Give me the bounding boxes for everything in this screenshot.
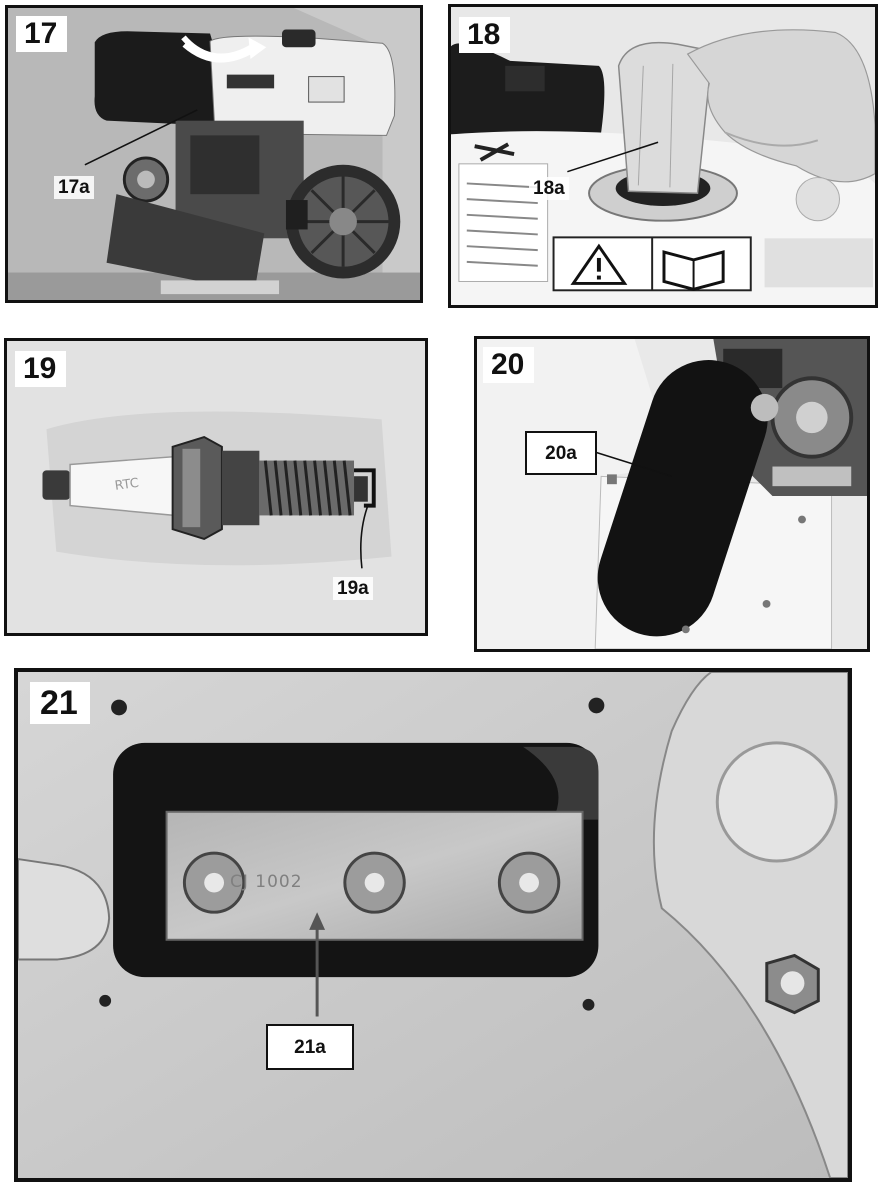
callout-label: 18a	[529, 177, 569, 200]
engine-photo	[8, 8, 420, 300]
callout-label: 17a	[54, 176, 94, 199]
fuel-filter-photo	[451, 7, 875, 305]
figure-20: 20 20a	[474, 336, 870, 652]
figure-18: 18 18a	[448, 4, 878, 308]
belt-cover-photo	[477, 339, 867, 649]
figure-17: 17 17a	[5, 5, 423, 303]
callout-label: 21a	[266, 1024, 354, 1070]
figure-21: CJ 1002 21 21a	[14, 668, 852, 1182]
blade-plate-photo	[18, 672, 848, 1178]
svg-text:RTC: RTC	[114, 476, 140, 494]
figure-number: 21	[30, 682, 90, 724]
figure-number: 20	[483, 347, 535, 383]
figure-number: 19	[15, 351, 67, 387]
callout-label: 19a	[333, 577, 373, 600]
figure-number: 18	[459, 17, 511, 53]
figure-number: 17	[16, 16, 68, 52]
blade-stamp-text: CJ 1002	[230, 872, 303, 892]
figure-19: RTC 19 19a	[4, 338, 428, 636]
callout-label: 20a	[525, 431, 597, 475]
